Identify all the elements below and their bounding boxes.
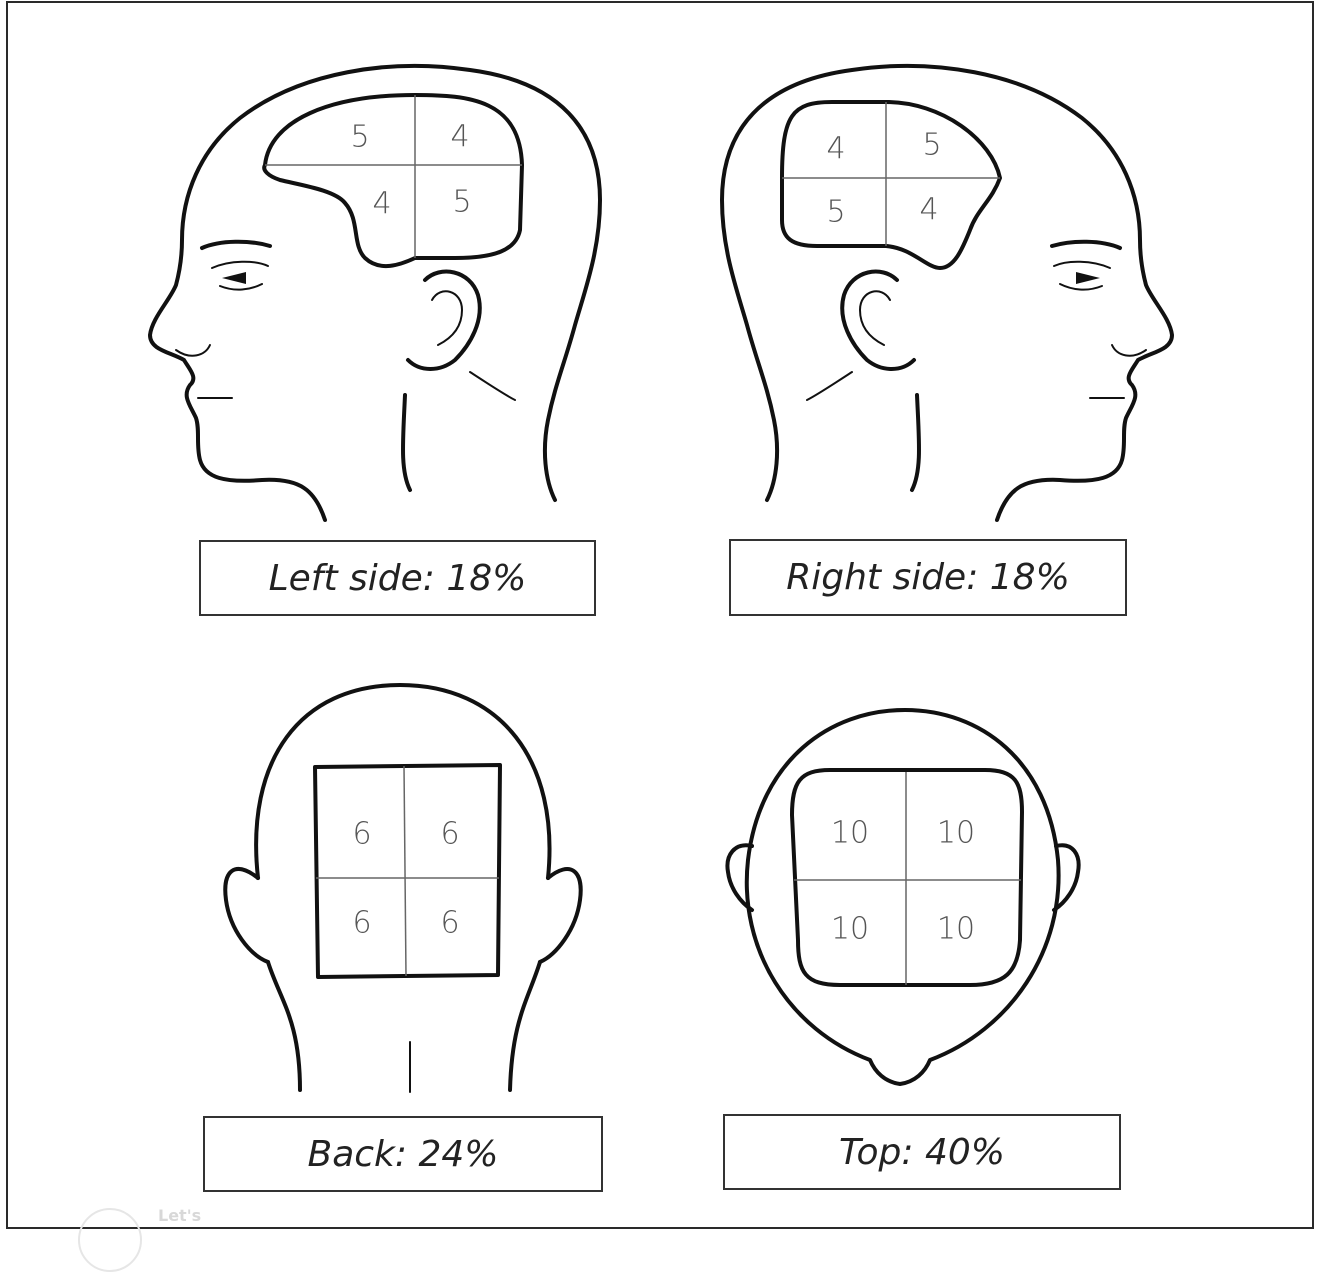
- back-head: 6 6 6 6: [225, 685, 580, 1092]
- top-zone-lower-left: 10: [831, 912, 869, 947]
- right-zone-lower-right: 4: [919, 193, 938, 228]
- back-zone-lower-right: 6: [440, 906, 459, 941]
- left-zone-upper-left: 5: [350, 120, 369, 155]
- right-zone-upper-left: 4: [826, 132, 845, 167]
- left-zone-lower-left: 4: [372, 187, 391, 222]
- top-zone-upper-left: 10: [831, 816, 869, 851]
- right-zone-upper-right: 5: [922, 128, 941, 163]
- back-zone-upper-left: 6: [352, 817, 371, 852]
- caption-back: Back: 24%: [203, 1116, 603, 1192]
- left-zone-upper-right: 4: [450, 120, 469, 155]
- left-zone-lower-right: 5: [452, 185, 471, 220]
- left-side-head: 5 4 4 5: [150, 66, 600, 520]
- top-zone-lower-right: 10: [937, 912, 975, 947]
- caption-top: Top: 40%: [723, 1114, 1121, 1190]
- right-side-head: [722, 66, 1172, 520]
- top-zone-upper-right: 10: [937, 816, 975, 851]
- caption-left-side: Left side: 18%: [199, 540, 596, 616]
- right-zone-lower-left: 5: [826, 195, 845, 230]
- caption-right-side: Right side: 18%: [729, 539, 1127, 616]
- top-head: 10 10 10 10: [727, 710, 1078, 1084]
- back-zone-upper-right: 6: [440, 817, 459, 852]
- watermark-text: Let's: [158, 1206, 201, 1225]
- back-zone-lower-left: 6: [352, 906, 371, 941]
- watermark-logo-circle: [78, 1208, 142, 1272]
